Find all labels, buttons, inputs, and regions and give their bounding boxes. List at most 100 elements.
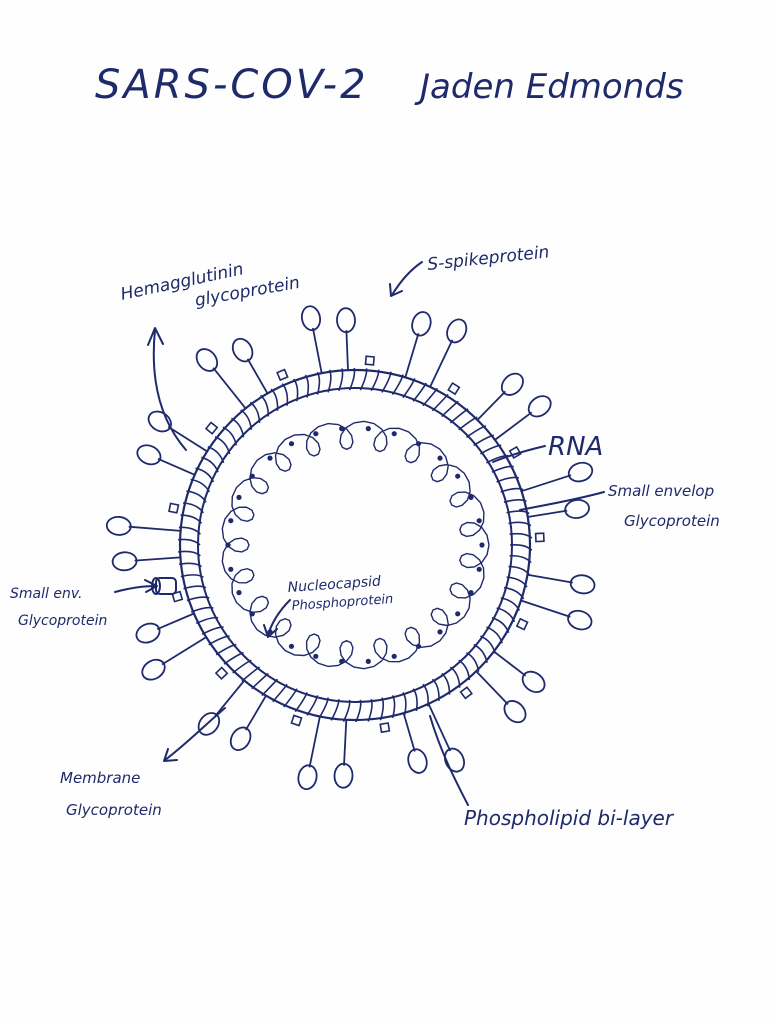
bilayer-coil xyxy=(506,510,530,515)
membrane-glycoprotein-marker xyxy=(171,590,184,603)
spike-head-icon xyxy=(111,551,138,572)
arrow-nucleocapsid xyxy=(267,599,291,636)
spike-head-icon xyxy=(521,670,546,694)
phospholipid-bilayer xyxy=(177,367,533,723)
nucleocapsid-dot xyxy=(288,441,295,447)
arrow-membrane-head xyxy=(163,748,178,762)
arrow-phospholipid xyxy=(429,715,469,806)
bilayer-coil xyxy=(195,467,215,483)
spike-head-icon xyxy=(567,609,593,631)
nucleocapsid-dot xyxy=(288,643,295,649)
bilayer-coil xyxy=(338,368,344,392)
label-rna: RNA xyxy=(548,432,603,462)
label-membrane-1: Membrane xyxy=(60,769,140,787)
bilayer-coil xyxy=(186,490,207,503)
arrow-membrane xyxy=(164,707,226,761)
bilayer-coil xyxy=(422,683,429,707)
bilayer-coil xyxy=(330,699,340,721)
small-envelope-barrel-left xyxy=(151,577,177,595)
bilayer-coil xyxy=(412,688,418,712)
bilayer-coil xyxy=(431,678,440,701)
bilayer-coil xyxy=(473,434,495,447)
bilayer-coil xyxy=(180,514,203,524)
spike-head-icon xyxy=(444,747,465,773)
nucleocapsid-dot xyxy=(468,590,474,596)
bilayer-coil xyxy=(402,691,407,716)
spike-head-icon xyxy=(569,574,596,595)
bilayer-coil xyxy=(348,367,356,391)
nucleocapsid-dot xyxy=(313,653,319,659)
membrane-glycoprotein-marker xyxy=(204,421,219,435)
arrow-spike-head xyxy=(389,283,403,297)
rna-strand xyxy=(221,420,490,670)
bilayer-coil xyxy=(178,562,202,568)
bilayer-coil xyxy=(207,445,225,464)
spike-stalk xyxy=(520,599,571,618)
bilayer-coil xyxy=(316,371,321,395)
nucleocapsid-dot xyxy=(339,658,345,665)
nucleocapsid-dot xyxy=(236,494,242,500)
bilayer-coil xyxy=(270,388,279,411)
bilayer-coil xyxy=(223,651,244,665)
bilayer-coil xyxy=(491,465,514,473)
bilayer-coil xyxy=(486,626,503,644)
spike-head-icon xyxy=(567,461,594,483)
bilayer-coil xyxy=(500,597,521,611)
spike-stalk xyxy=(476,390,507,421)
nucleocapsid-dot xyxy=(391,431,397,437)
arrow-hemagglutinin xyxy=(152,329,187,451)
bilayer-coil xyxy=(441,400,459,418)
bilayer-coil xyxy=(422,387,438,407)
spike-head-icon xyxy=(297,764,318,790)
bilayer-coil xyxy=(214,435,231,455)
nucleocapsid-dot xyxy=(391,653,397,659)
spike-stalk xyxy=(427,703,452,752)
membrane-glycoprotein-marker xyxy=(364,355,375,366)
bilayer-coil xyxy=(503,499,527,504)
nucleocapsid-dot xyxy=(468,494,474,500)
spike-stalk xyxy=(494,411,533,441)
bilayer-coil xyxy=(496,607,516,623)
nucleocapsid-dot xyxy=(249,473,255,479)
bilayer-coil xyxy=(272,683,288,703)
membrane-glycoprotein-marker xyxy=(459,686,473,700)
author-name: Jaden Edmonds xyxy=(414,67,684,107)
spike-stalk xyxy=(161,636,207,666)
spike-stalk xyxy=(157,457,196,476)
bilayer-coil xyxy=(458,659,471,681)
bilayer-coil xyxy=(509,532,533,539)
bilayer-coil xyxy=(500,487,524,493)
bilayer-coil xyxy=(190,478,211,493)
bilayer-coil xyxy=(208,635,230,646)
bilayer-coil xyxy=(503,586,525,600)
spike-head-icon xyxy=(336,307,356,334)
arrow-rna xyxy=(492,445,546,463)
bilayer-coil xyxy=(180,574,204,578)
bilayer-coil xyxy=(178,526,201,535)
bilayer-coil xyxy=(508,521,532,527)
bilayer-coil xyxy=(201,626,224,636)
bilayer-coil xyxy=(379,697,385,721)
bilayer-coil xyxy=(473,643,488,663)
label-small-envelope-right-2: Glycoprotein xyxy=(624,512,720,530)
bilayer-coil xyxy=(466,425,487,438)
arrow-small-envelope-right xyxy=(519,491,605,511)
spike-stalk xyxy=(343,719,348,766)
bilayer-coil xyxy=(441,672,451,695)
nucleocapsid-dot xyxy=(267,455,273,461)
bilayer-coil xyxy=(292,378,299,402)
spike-head-icon xyxy=(147,410,172,433)
bilayer-coil xyxy=(294,692,308,713)
spike-stalk xyxy=(308,716,321,768)
bilayer-coil xyxy=(381,371,392,393)
nucleocapsid-dot xyxy=(365,658,371,665)
label-nucleocapsid-2: Phosphoprotein xyxy=(291,592,394,614)
spike-stalk xyxy=(156,612,195,631)
bilayer-coil xyxy=(509,554,532,564)
spike-head-icon xyxy=(195,348,219,372)
spike-head-icon xyxy=(135,622,161,644)
nucleocapsid-dot xyxy=(225,542,231,548)
bilayer-coil xyxy=(449,408,469,424)
spike-stalk xyxy=(128,525,181,532)
